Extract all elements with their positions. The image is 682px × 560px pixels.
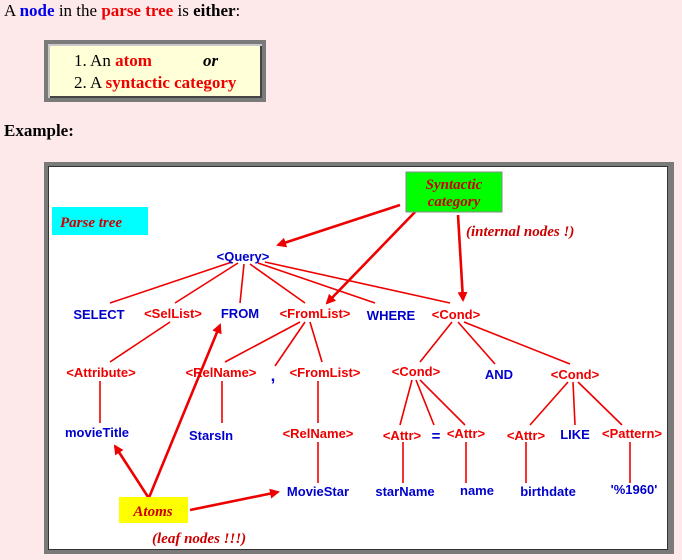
node-query: <Query> xyxy=(217,249,270,264)
node-fromlist2: <FromList> xyxy=(290,365,361,380)
edge-cond-condright xyxy=(463,321,571,365)
edge-condright-attr3 xyxy=(529,381,569,426)
intro-line: A node in the parse tree is either: xyxy=(4,0,240,22)
node-sellist: <SelList> xyxy=(144,306,202,321)
edge-condleft-attr1 xyxy=(399,379,413,426)
parse-tree-callout-box xyxy=(52,207,148,235)
syntactic-callout-line2: category xyxy=(428,194,481,210)
leaf-nodes-note: (leaf nodes !!!) xyxy=(152,531,246,547)
node-cond-left: <Cond> xyxy=(392,364,441,379)
edge-sellist-attribute xyxy=(109,321,171,363)
atoms-callout: Atoms xyxy=(132,504,172,520)
node-relname2: <RelName> xyxy=(283,426,354,441)
item1-term: atom xyxy=(115,51,152,70)
node-starsin: StarsIn xyxy=(189,428,233,443)
callout-arrows xyxy=(113,203,468,512)
node-cond-right: <Cond> xyxy=(551,367,600,382)
arrow-atoms-to-from xyxy=(146,323,222,501)
edge-fromlist-fromlist2 xyxy=(309,321,323,363)
edge-cond-and xyxy=(457,321,496,365)
definition-box: 1. An atom or 2. A syntactic category xyxy=(44,40,266,102)
arrow-atoms-to-movietitle xyxy=(113,444,152,501)
parse-tree-callout: Parse tree xyxy=(60,215,122,231)
node-starname: starName xyxy=(375,484,434,499)
node-pattern: <Pattern> xyxy=(602,426,662,441)
edge-condright-pattern xyxy=(577,381,623,426)
edge-query-fromlist xyxy=(249,263,306,304)
item2-number: 2. A xyxy=(74,73,106,92)
item1-number: 1. An xyxy=(74,51,116,70)
edge-query-select xyxy=(109,261,233,304)
node-year-pattern: '%1960' xyxy=(611,482,658,497)
diagram-frame xyxy=(44,162,674,554)
node-relname: <RelName> xyxy=(186,365,257,380)
item2-term: syntactic category xyxy=(105,73,237,92)
node-attr1: <Attr> xyxy=(383,428,422,443)
node-attr2: <Attr> xyxy=(447,426,486,441)
node-where: WHERE xyxy=(367,308,416,323)
node-like: LIKE xyxy=(560,427,590,442)
edge-fromlist-relname xyxy=(224,321,301,363)
diagram-canvas xyxy=(48,166,668,550)
intro-mid1: in the xyxy=(54,1,102,20)
example-label: Example: xyxy=(4,121,74,140)
intro-parse-tree-term: parse tree xyxy=(101,1,174,20)
internal-nodes-note: (internal nodes !) xyxy=(466,224,574,240)
edge-cond-condleft xyxy=(419,321,453,363)
node-select: SELECT xyxy=(73,307,124,322)
arrow-syntactic-to-cond xyxy=(456,214,468,302)
node-and: AND xyxy=(485,367,513,382)
node-comma: , xyxy=(271,366,276,385)
atoms-callout-box xyxy=(119,497,188,523)
intro-either: either xyxy=(193,1,236,20)
edge-query-from xyxy=(239,263,245,304)
intro-node-term: node xyxy=(19,1,55,20)
edge-condleft-equals xyxy=(415,379,435,426)
arrow-atoms-to-moviestar xyxy=(189,488,280,512)
intro-mid2: is xyxy=(173,1,194,20)
syntactic-category-callout-box xyxy=(405,171,503,213)
node-fromlist: <FromList> xyxy=(280,306,351,321)
edge-condleft-attr2 xyxy=(419,379,466,426)
edge-condright-like xyxy=(572,381,576,426)
tree-edges xyxy=(99,261,631,483)
node-birthdate: birthdate xyxy=(520,484,576,499)
node-moviestar: MovieStar xyxy=(287,484,349,499)
definition-or: or xyxy=(203,51,219,70)
intro-suffix: : xyxy=(235,1,241,20)
edge-fromlist-comma xyxy=(274,321,306,367)
node-cond: <Cond> xyxy=(432,307,481,322)
node-equals: = xyxy=(432,428,441,445)
node-from: FROM xyxy=(221,306,259,321)
node-attr3: <Attr> xyxy=(507,428,546,443)
arrow-syntactic-to-fromlist xyxy=(325,211,416,305)
arrow-syntactic-to-query xyxy=(276,203,401,248)
syntactic-callout-line1: Syntactic xyxy=(426,177,483,193)
node-name: name xyxy=(460,483,494,498)
tree-nodes: <Query> SELECT <SelList> FROM <FromList>… xyxy=(65,249,662,499)
edge-query-sellist xyxy=(174,262,239,304)
edge-query-where xyxy=(257,262,376,304)
node-movietitle: movieTitle xyxy=(65,425,129,440)
intro-prefix: A xyxy=(4,1,20,20)
edge-query-cond xyxy=(264,261,451,304)
definition-item-1: 1. An atom xyxy=(74,51,152,71)
node-attribute: <Attribute> xyxy=(66,365,136,380)
definition-item-2: 2. A syntactic category xyxy=(74,73,236,93)
